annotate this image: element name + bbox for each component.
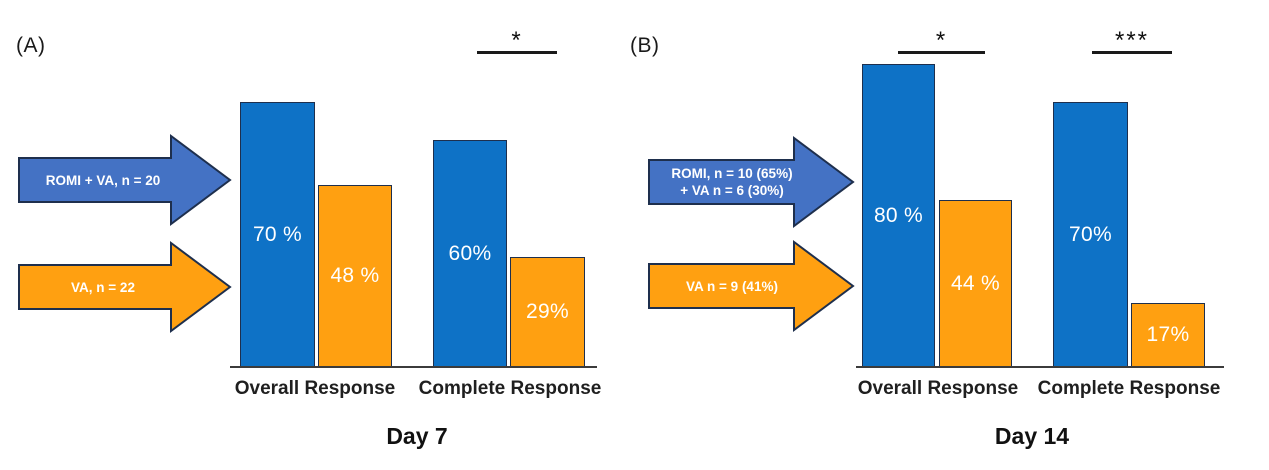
significance-stars: * [935,27,948,54]
x-axis-day14 [856,366,1224,368]
legend-arrow-romi-va: ROMI, n = 10 (65%) + VA n = 6 (30%) [648,136,855,228]
legend-arrow-va-text: VA n = 9 (41%) [686,278,778,294]
significance-line [477,51,557,54]
category-label-complete-day14: Complete Response [1037,378,1221,399]
bar-va-overall-day14: 44 % [939,200,1012,367]
bar-romi-va-overall-day7: 70 % [240,102,315,367]
legend-arrow-romi-va-text-line2: + VA n = 6 (30%) [680,183,784,198]
bar-va-complete-day14: 17% [1131,303,1205,367]
bar-value-label: 60% [448,241,492,265]
bar-va-overall-day7: 48 % [318,185,392,367]
significance-line [898,51,985,54]
significance-marker: * [898,27,985,54]
bar-romi-va-overall-day14: 80 % [862,64,935,367]
panel-a-title: Day 7 [386,423,448,449]
panel-a-label: (A) [16,34,46,57]
significance-line [1092,51,1172,54]
panel-b-title: Day 14 [994,423,1070,449]
right-arrow-icon [18,241,232,333]
legend-arrow-va: VA, n = 22 [18,241,233,333]
bar-value-label: 44 % [950,271,1001,295]
significance-marker: * [477,27,557,54]
right-arrow-icon [648,136,855,228]
panel-b-label: (B) [630,34,660,57]
bar-romi-va-complete-day14: 70% [1053,102,1128,367]
bar-va-complete-day7: 29% [510,257,585,367]
right-arrow-icon [648,240,855,332]
category-label-complete-day7: Complete Response [418,378,602,399]
significance-stars: * [511,27,523,54]
significance-marker: *** [1092,27,1172,54]
bar-value-label: 70 % [252,222,303,246]
category-label-overall-day7: Overall Response [234,378,396,399]
legend-arrow-va-text: VA, n = 22 [71,279,135,295]
bar-value-label: 17% [1146,323,1190,346]
right-arrow-icon [18,134,232,226]
legend-arrow-romi-va-text-line1: ROMI, n = 10 (65%) [671,166,793,181]
bar-value-label: 29% [526,300,569,323]
legend-arrow-va: VA n = 9 (41%) [648,240,855,332]
category-label-overall-day14: Overall Response [857,378,1019,399]
significance-stars: *** [1114,27,1150,54]
x-axis-day7 [230,366,597,368]
bar-romi-va-complete-day7: 60% [433,140,507,367]
bar-value-label: 48 % [330,264,380,287]
legend-arrow-romi-va-text: ROMI + VA, n = 20 [45,172,161,188]
bar-value-label: 80 % [873,203,924,227]
legend-arrow-romi-va: ROMI + VA, n = 20 [18,134,233,226]
bar-value-label: 70% [1069,222,1112,246]
